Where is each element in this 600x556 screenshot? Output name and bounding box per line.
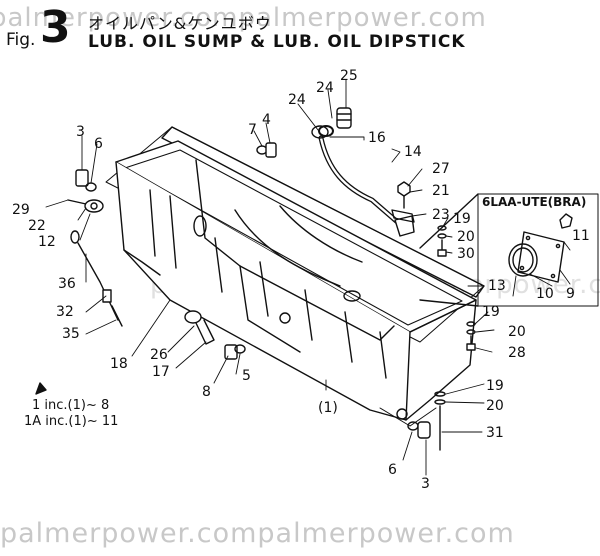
- callout-21: 21: [432, 183, 450, 199]
- figure-number: 3: [40, 2, 71, 53]
- callout-3: 3: [76, 124, 85, 140]
- callout-23: 23: [432, 207, 450, 223]
- callout-6: 6: [94, 136, 103, 152]
- callout-13: 13: [488, 278, 506, 294]
- pipe-clamp-parts: [391, 181, 415, 223]
- note-1a-inc: 1A inc.(1)~ 11: [24, 414, 119, 429]
- callout-17: 17: [152, 364, 170, 380]
- filler-cap-assembly: [318, 107, 352, 137]
- callout-35: 35: [62, 326, 80, 342]
- callout-5: 5: [242, 368, 251, 384]
- oil-fill-pipe: [311, 125, 415, 237]
- callout-20-lower: 20: [486, 398, 504, 414]
- callout-29: 29: [12, 202, 30, 218]
- callout-1: (1): [318, 400, 338, 416]
- callout-10: 10: [536, 286, 554, 302]
- callout-12: 12: [38, 234, 56, 250]
- callout-24a: 24: [288, 92, 306, 108]
- title-japanese: オイルパン&ケンユボウ: [88, 14, 272, 33]
- callout-19-upper: 19: [453, 211, 471, 227]
- callout-20-upper: 20: [457, 229, 475, 245]
- figure-prefix: Fig.: [6, 30, 36, 50]
- callout-19-lower: 19: [486, 378, 504, 394]
- callout-31: 31: [486, 425, 504, 441]
- callout-7: 7: [248, 122, 257, 138]
- watermark-bottom: palmerpower.compalmerpower.com: [0, 518, 515, 549]
- variant-box-label: 6LAA-UTE(BRA): [482, 195, 586, 209]
- callout-32: 32: [56, 304, 74, 320]
- callout-labels: 3 6 29 22 12 36 32 35 18 26 17 8 5 7 4 2…: [12, 68, 590, 492]
- callout-11: 11: [572, 228, 590, 244]
- callout-27: 27: [432, 161, 450, 177]
- oil-pan: [115, 140, 477, 427]
- callout-8: 8: [202, 384, 211, 400]
- side-fittings: [184, 310, 291, 360]
- callout-19-right: 19: [482, 304, 500, 320]
- reference-arrow-icon: [35, 382, 47, 395]
- callout-20-right: 20: [508, 324, 526, 340]
- callout-14: 14: [404, 144, 422, 160]
- callout-25: 25: [340, 68, 358, 84]
- callout-36: 36: [58, 276, 76, 292]
- callout-24b: 24: [316, 80, 334, 96]
- callout-22: 22: [28, 218, 46, 234]
- callout-6-lower: 6: [388, 462, 397, 478]
- watermark-top: palmerpower.compalmerpower.com: [0, 3, 487, 33]
- lower-drain-plug: [407, 421, 431, 439]
- note-1-inc: 1 inc.(1)~ 8: [32, 398, 110, 413]
- callout-18: 18: [110, 356, 128, 372]
- bolt-set-right: [466, 321, 476, 351]
- bolt-set-lower: [434, 391, 446, 451]
- callout-9: 9: [566, 286, 575, 302]
- callout-28: 28: [508, 345, 526, 361]
- dipstick-assembly: [70, 230, 123, 327]
- callout-26: 26: [150, 347, 168, 363]
- callout-3-lower: 3: [421, 476, 430, 492]
- callout-30: 30: [457, 246, 475, 262]
- variant-detail-box: [419, 193, 599, 307]
- title-english: LUB. OIL SUMP & LUB. OIL DIPSTICK: [88, 32, 466, 52]
- leader-lines: [45, 79, 571, 476]
- upper-plug-parts: [256, 142, 277, 158]
- callout-16: 16: [368, 130, 386, 146]
- callout-4: 4: [262, 112, 271, 128]
- left-plug-parts: [67, 169, 104, 213]
- bolt-set-upper: [437, 225, 447, 257]
